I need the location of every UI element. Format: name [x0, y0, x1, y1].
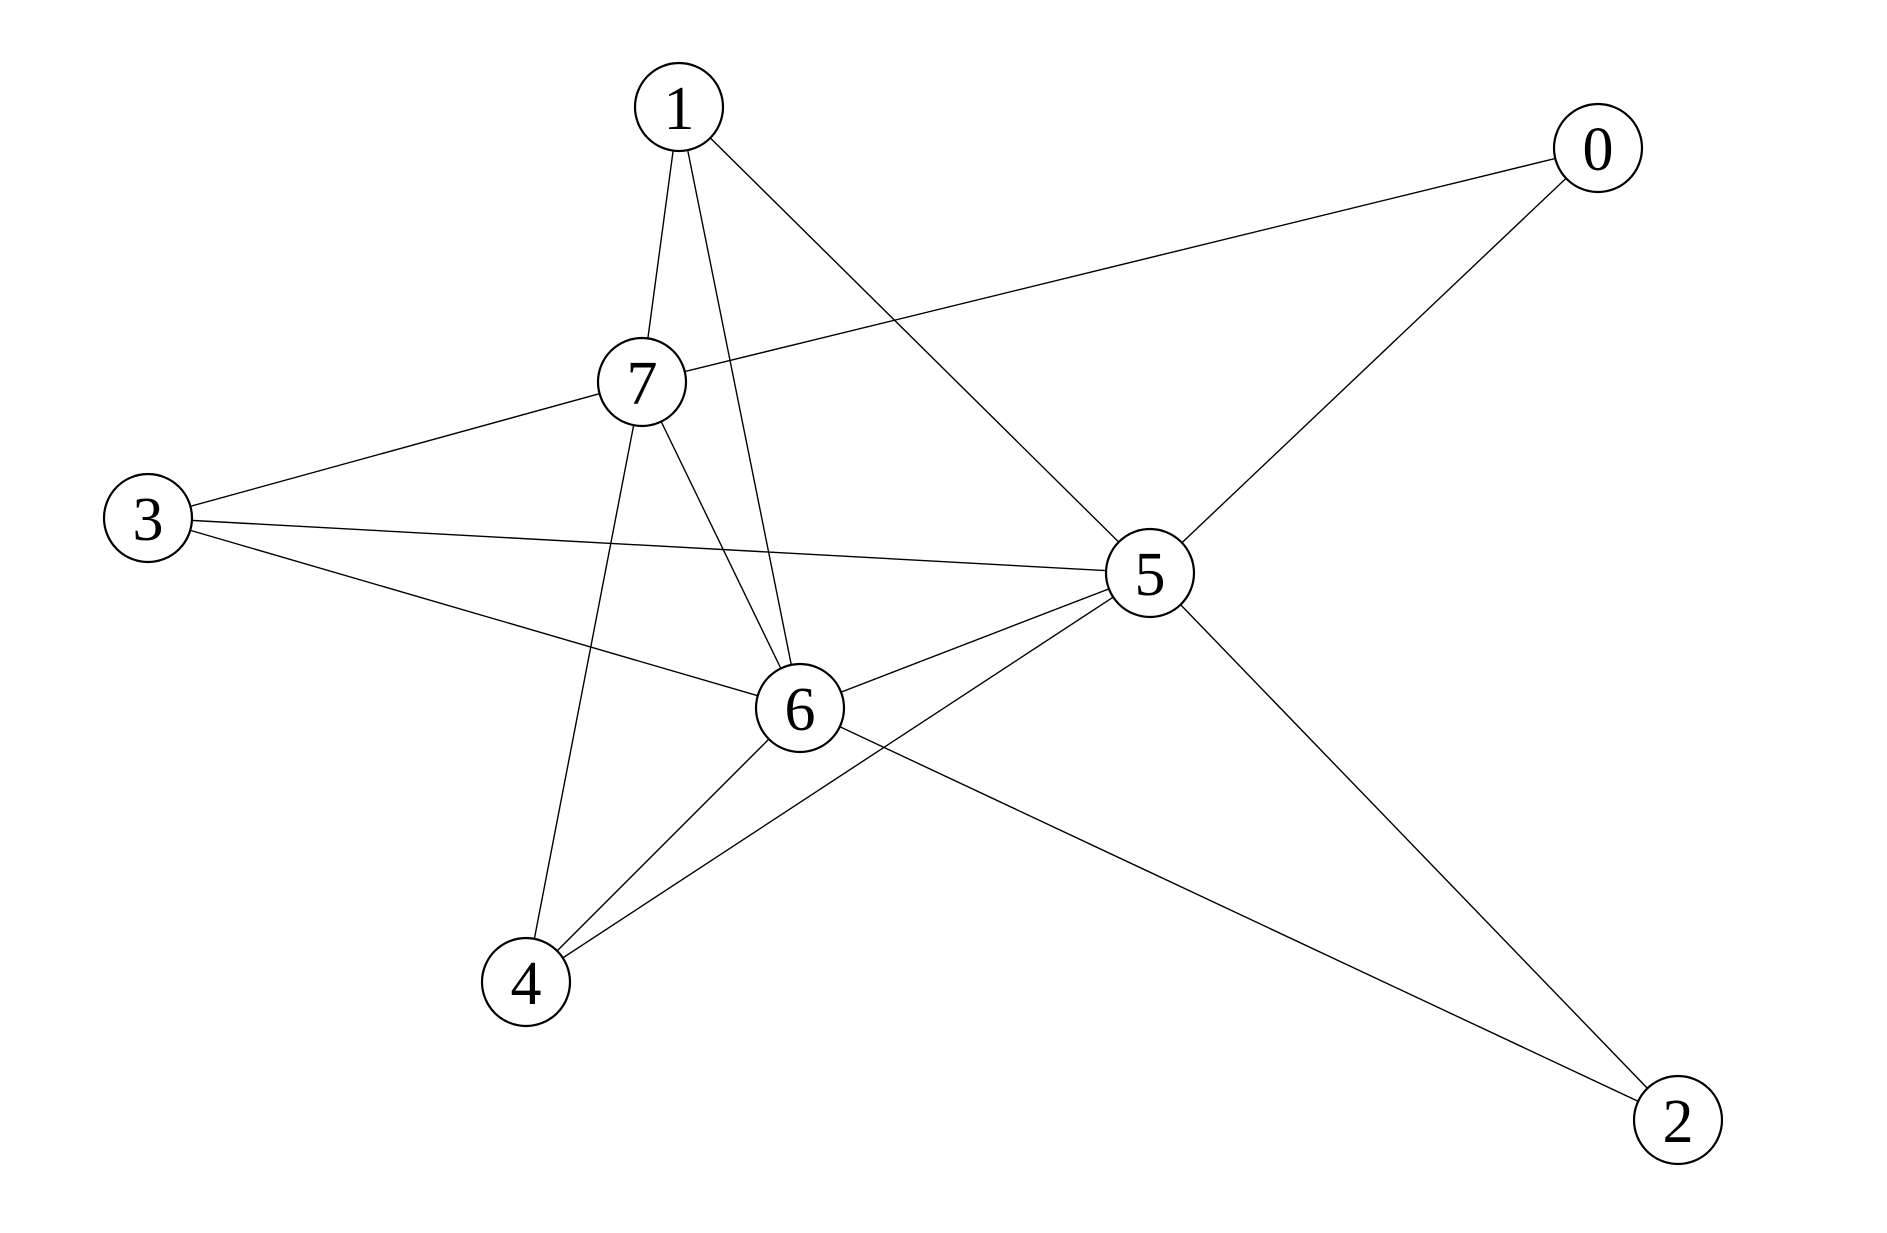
node-label: 3	[133, 486, 164, 554]
edge-6-2	[799, 707, 1679, 1121]
node-circle	[596, 336, 688, 428]
node-4: 4	[480, 936, 572, 1028]
node-label: 6	[785, 676, 816, 744]
edge-7-6	[641, 381, 801, 709]
node-circle	[1552, 102, 1644, 194]
node-label: 0	[1583, 116, 1614, 184]
edge-1-7	[641, 106, 680, 383]
node-5: 5	[1104, 527, 1196, 619]
node-3: 3	[102, 472, 194, 564]
node-circle	[1104, 527, 1196, 619]
edge-6-4	[525, 707, 801, 983]
edge-7-4	[525, 381, 643, 983]
node-0: 0	[1552, 102, 1644, 194]
node-circle	[633, 61, 725, 153]
node-circle	[480, 936, 572, 1028]
node-label: 4	[511, 950, 542, 1018]
edge-0-7	[641, 147, 1599, 383]
edge-1-6	[678, 106, 801, 709]
edge-3-5	[147, 517, 1151, 574]
edge-0-5	[1149, 147, 1599, 574]
edge-3-6	[147, 517, 801, 709]
node-1: 1	[633, 61, 725, 153]
edges-layer	[147, 106, 1679, 1121]
node-circle	[102, 472, 194, 564]
node-label: 2	[1663, 1088, 1694, 1156]
edge-6-5	[799, 572, 1151, 709]
edge-7-3	[147, 381, 643, 519]
nodes-layer: 0 1 2 3 4 5 6 7	[102, 61, 1724, 1166]
node-6: 6	[754, 662, 846, 754]
node-circle	[754, 662, 846, 754]
edge-1-5	[678, 106, 1151, 574]
edge-5-2	[1149, 572, 1679, 1121]
node-7: 7	[596, 336, 688, 428]
node-label: 7	[627, 350, 658, 418]
node-circle	[1632, 1074, 1724, 1166]
node-label: 1	[664, 75, 695, 143]
node-label: 5	[1135, 541, 1166, 609]
node-2: 2	[1632, 1074, 1724, 1166]
edge-5-4	[525, 572, 1151, 983]
